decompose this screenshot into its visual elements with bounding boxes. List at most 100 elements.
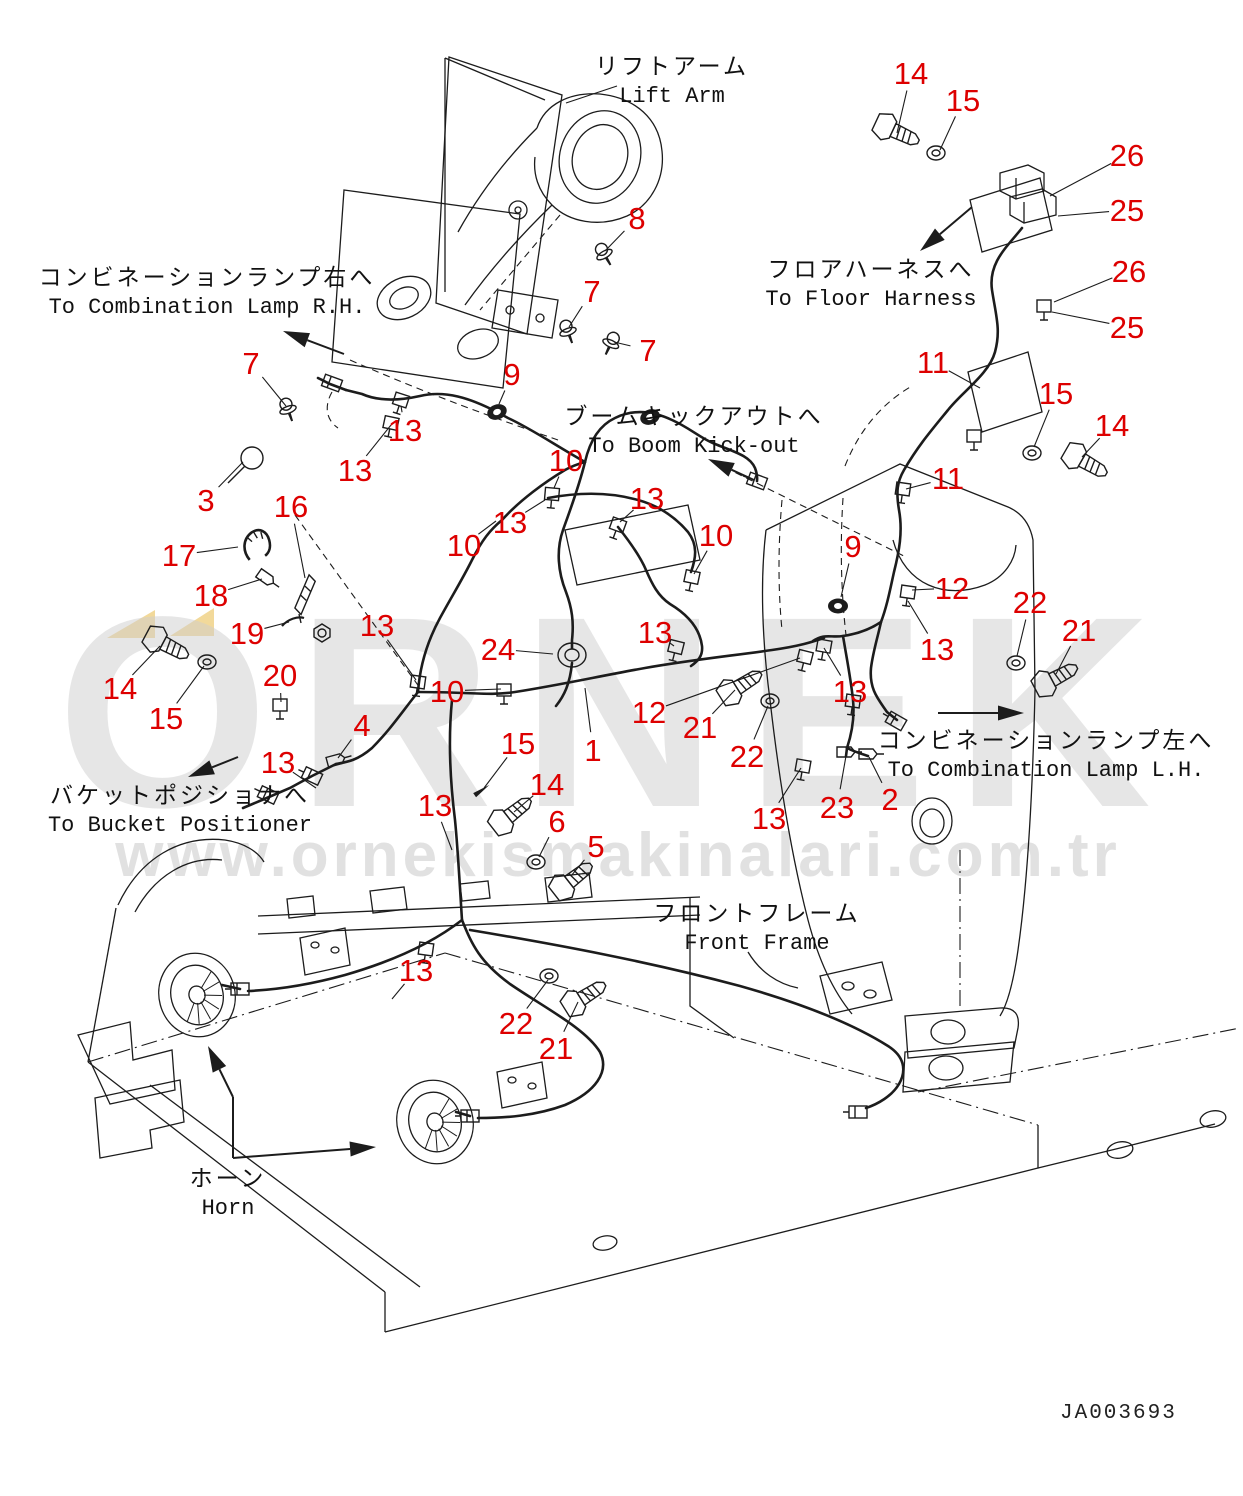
frame-outline <box>77 1021 176 1105</box>
callout-10: 10 <box>699 518 733 553</box>
leader-line <box>1016 619 1027 657</box>
leader-line <box>1051 311 1110 325</box>
callout-22: 22 <box>730 739 764 774</box>
callout-10: 10 <box>549 443 583 478</box>
frame-outline <box>689 897 735 1039</box>
label-front-frame-jp: フロントフレーム <box>653 902 860 928</box>
frame-outline <box>1009 188 1057 224</box>
leader-line <box>896 90 908 134</box>
leader-line <box>176 665 205 704</box>
label-front-frame-en: Front Frame <box>684 931 829 956</box>
center-line <box>87 952 446 1063</box>
label-to-boom-kick-out-en: To Boom Kick-out <box>588 434 799 459</box>
frame-outline <box>967 351 1043 433</box>
clamp-icon <box>894 481 912 505</box>
harness-wire <box>460 918 605 1120</box>
leader-line <box>464 688 502 691</box>
label-to-bucket-positioner-en: To Bucket Positioner <box>48 813 312 838</box>
frame-hole <box>863 989 877 999</box>
leader-line <box>868 756 883 784</box>
frame-outline <box>117 838 265 906</box>
leader-line <box>693 550 708 575</box>
frame-outline <box>1037 1123 1216 1169</box>
arrow-horn-2-head <box>349 1141 376 1157</box>
grommet-icon <box>828 598 848 614</box>
leader-line <box>513 795 534 813</box>
clip-icon <box>281 613 305 627</box>
frame-outline <box>149 1084 421 1288</box>
drawing-number: JA003693 <box>1060 1402 1177 1425</box>
frame-hole <box>330 946 340 954</box>
bolt-icon <box>559 981 607 1018</box>
frame-hole <box>1199 1110 1227 1128</box>
callout-9: 9 <box>844 529 861 564</box>
horn-shading <box>200 970 212 989</box>
horn-shading <box>200 1001 212 1020</box>
leader-line <box>483 757 508 789</box>
harness-wire <box>841 634 855 750</box>
label-lift-arm-jp: リフトアーム <box>595 55 749 81</box>
callout-13: 13 <box>920 632 954 667</box>
callout-leader-lines <box>132 90 1113 1032</box>
washer-icon <box>926 145 946 161</box>
harness-wire <box>246 918 464 993</box>
connector-icon <box>317 373 344 393</box>
leader-line <box>905 482 931 490</box>
washer-icon <box>526 854 546 870</box>
harness-wire <box>869 226 1024 722</box>
leader-line <box>1053 277 1113 303</box>
callout-8: 8 <box>628 201 645 236</box>
arrow-to-bucket-positioner <box>211 756 239 769</box>
connector-icon <box>455 1109 480 1123</box>
frame-outline <box>999 164 1045 200</box>
clamp-icon <box>966 429 982 451</box>
callout-13: 13 <box>261 745 295 780</box>
washer-icon <box>197 654 217 670</box>
frame-hole <box>158 952 236 1038</box>
callout-15: 15 <box>946 83 980 118</box>
callout-21: 21 <box>1062 613 1096 648</box>
watermark-triangle <box>107 610 155 638</box>
clamp-icon <box>496 683 512 705</box>
frame-hole <box>396 1079 474 1165</box>
harness-wire <box>416 518 504 694</box>
clamp-icon <box>409 674 427 698</box>
leader-line <box>498 390 506 405</box>
callout-7: 7 <box>242 346 259 381</box>
leader-line <box>365 424 392 457</box>
bolt-icon <box>486 797 533 837</box>
clamp-icon <box>417 941 435 965</box>
screw-icon <box>559 319 577 344</box>
hidden-edge <box>840 497 847 636</box>
clamp-icon <box>844 693 862 717</box>
label-horn-en: Horn <box>202 1196 255 1221</box>
hidden-edge <box>778 499 783 631</box>
callout-11: 11 <box>932 461 964 496</box>
leader-line <box>823 647 842 676</box>
hidden-edge <box>349 359 559 441</box>
callout-12: 12 <box>935 571 969 606</box>
leader-line <box>613 341 631 347</box>
leader-line <box>604 230 625 252</box>
grommet-icon <box>640 409 660 425</box>
label-to-combination-lamp-lh-jp: コンビネーションランプ左へ <box>878 728 1215 755</box>
callout-24: 24 <box>481 632 515 667</box>
washer-icon <box>539 968 559 984</box>
callout-20: 20 <box>263 658 297 693</box>
harness-wire <box>583 410 759 483</box>
clamp-icon <box>795 648 815 673</box>
frame-outline <box>819 961 893 1015</box>
callout-21: 21 <box>683 710 717 745</box>
callout-18: 18 <box>194 578 228 613</box>
frame-outline <box>999 689 1036 1017</box>
callout-14: 14 <box>894 56 928 91</box>
clamp-icon <box>899 584 917 608</box>
connector-icon <box>742 471 769 491</box>
arrow-to-combination-lamp-lh-head <box>998 705 1024 721</box>
callout-14: 14 <box>1095 408 1129 443</box>
clamp-icon <box>1036 299 1052 321</box>
label-lift-arm-en: Lift Arm <box>619 84 725 109</box>
clamp-icon <box>666 638 686 663</box>
